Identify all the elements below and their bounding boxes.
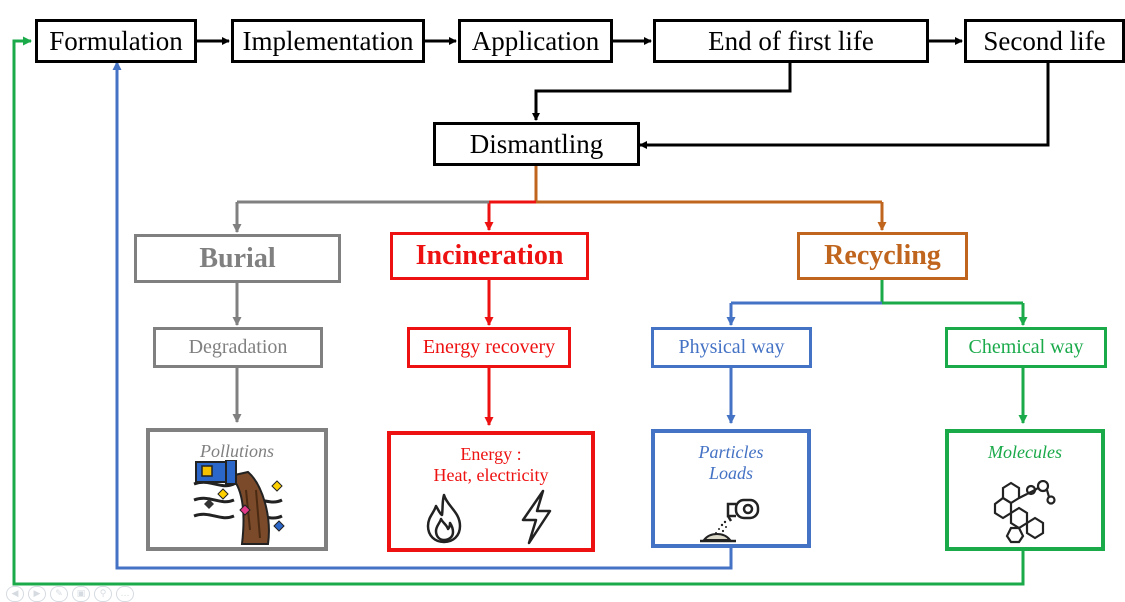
recycling-label: Recycling: [824, 240, 941, 271]
formulation-label: Formulation: [49, 25, 183, 56]
energy-box: Energy : Heat, electricity: [387, 431, 595, 552]
chemical-way-label: Chemical way: [968, 336, 1084, 358]
implementation-label: Implementation: [242, 25, 414, 56]
second-life-box: Second life: [964, 19, 1125, 63]
application-box: Application: [458, 19, 613, 63]
degradation-label: Degradation: [188, 336, 288, 358]
pollutions-label: Pollutions: [199, 441, 274, 461]
particles-label-line1: Particles: [698, 442, 764, 462]
application-label: Application: [471, 25, 600, 56]
degradation-box: Degradation: [153, 327, 323, 368]
spray-nozzle-icon: [700, 498, 760, 543]
energy-recovery-label: Energy recovery: [422, 336, 556, 358]
zoom-icon[interactable]: ⚲: [94, 586, 112, 602]
save-icon[interactable]: ▣: [72, 586, 90, 602]
particles-label-line2: Loads: [708, 463, 753, 483]
dismantling-label: Dismantling: [469, 128, 604, 159]
particles-box: Particles Loads: [651, 429, 811, 548]
molecules-box: Molecules: [945, 429, 1105, 551]
pipe-pollution-icon: [193, 460, 285, 545]
arrow-second-dismantling: [639, 63, 1050, 149]
viewer-toolbar: ◀ ▶ ✎ ▣ ⚲ …: [6, 586, 134, 602]
more-icon[interactable]: …: [116, 586, 134, 602]
prev-icon[interactable]: ◀: [6, 586, 24, 602]
molecules-label: Molecules: [988, 442, 1062, 462]
energy-label-line1: Energy :: [460, 444, 522, 464]
next-icon[interactable]: ▶: [28, 586, 46, 602]
lightning-icon: [521, 489, 552, 545]
second-life-label: Second life: [983, 25, 1106, 56]
incineration-box: Incineration: [390, 232, 589, 280]
feedback-line-chemical: [12, 36, 1025, 586]
implementation-box: Implementation: [231, 19, 425, 63]
energy-label-line2: Heat, electricity: [433, 465, 549, 485]
physical-way-box: Physical way: [651, 327, 812, 368]
recycling-box: Recycling: [797, 232, 968, 280]
molecule-icon: [993, 480, 1056, 544]
feedback-line-physical: [112, 61, 733, 570]
end-of-first-life-box: End of first life: [653, 19, 929, 63]
formulation-box: Formulation: [35, 19, 197, 63]
dismantling-box: Dismantling: [433, 122, 640, 166]
burial-box: Burial: [134, 234, 341, 283]
incineration-label: Incineration: [415, 240, 564, 271]
chemical-way-box: Chemical way: [945, 327, 1107, 368]
flame-icon: [426, 493, 462, 544]
physical-way-label: Physical way: [678, 336, 785, 358]
arrow-end-dismantling: [532, 63, 792, 121]
end-of-first-life-label: End of first life: [708, 25, 874, 56]
pen-icon[interactable]: ✎: [50, 586, 68, 602]
pollutions-box: Pollutions: [146, 428, 328, 551]
burial-label: Burial: [199, 242, 276, 274]
energy-recovery-box: Energy recovery: [407, 327, 571, 368]
